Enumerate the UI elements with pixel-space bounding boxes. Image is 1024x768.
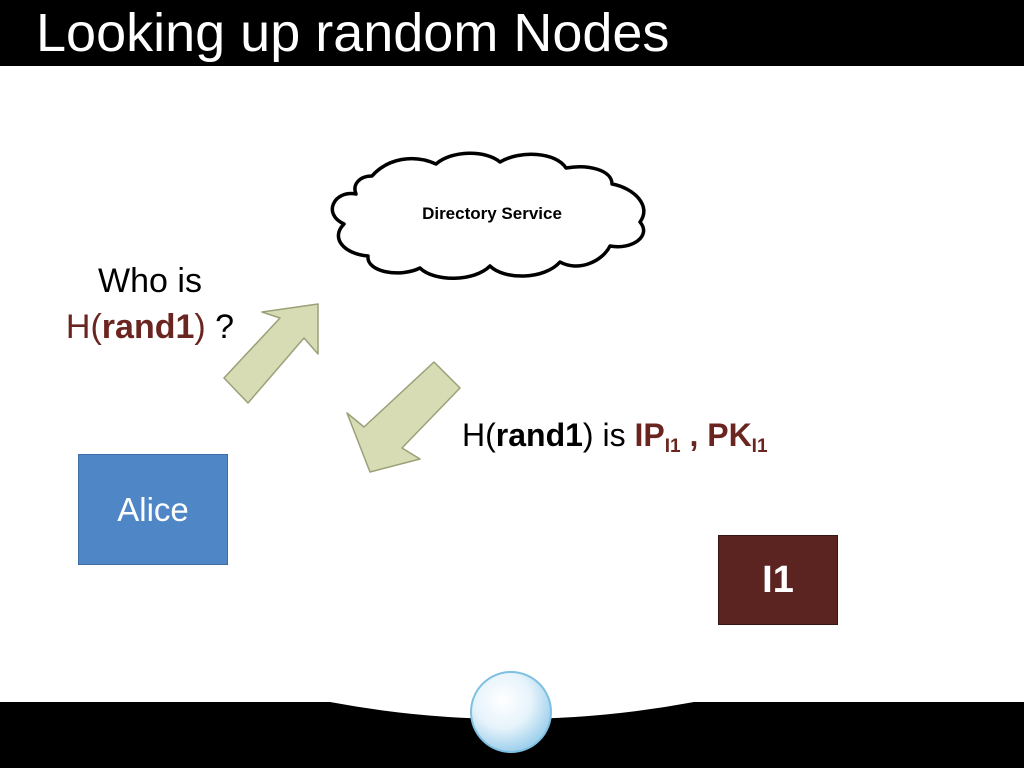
slide-title: Looking up random Nodes	[36, 3, 670, 63]
query-line2: H(rand1) ?	[40, 304, 260, 350]
node-i1: I1	[718, 535, 838, 625]
alice-label: Alice	[117, 490, 189, 528]
node-i1-label: I1	[762, 558, 794, 601]
response-arrow-icon	[346, 361, 461, 473]
query-line1: Who is	[98, 262, 202, 300]
query-prefix: H(	[65, 308, 102, 346]
response-prefix: H(	[462, 417, 496, 453]
response-ip: IP	[634, 417, 665, 453]
response-value: rand1	[495, 417, 583, 453]
query-arrow-icon	[223, 303, 319, 404]
response-separator: ,	[680, 417, 708, 453]
query-text: Who is H(rand1) ?	[40, 258, 260, 350]
title-bar: Looking up random Nodes	[0, 0, 1024, 66]
query-question-mark: ?	[205, 308, 235, 346]
response-text: H(rand1) is IPI1 , PKI1	[462, 412, 768, 470]
query-value: rand1	[101, 308, 195, 346]
alice-node: Alice	[78, 454, 228, 565]
response-pk: PK	[707, 417, 752, 453]
query-suffix: )	[194, 308, 206, 346]
response-middle: ) is	[582, 417, 635, 453]
directory-service-label: Directory Service	[422, 204, 562, 223]
nav-bubble-icon[interactable]	[470, 671, 552, 753]
response-pk-subscript: I1	[751, 436, 768, 457]
directory-service-cloud	[330, 151, 646, 280]
response-ip-subscript: I1	[664, 436, 681, 457]
